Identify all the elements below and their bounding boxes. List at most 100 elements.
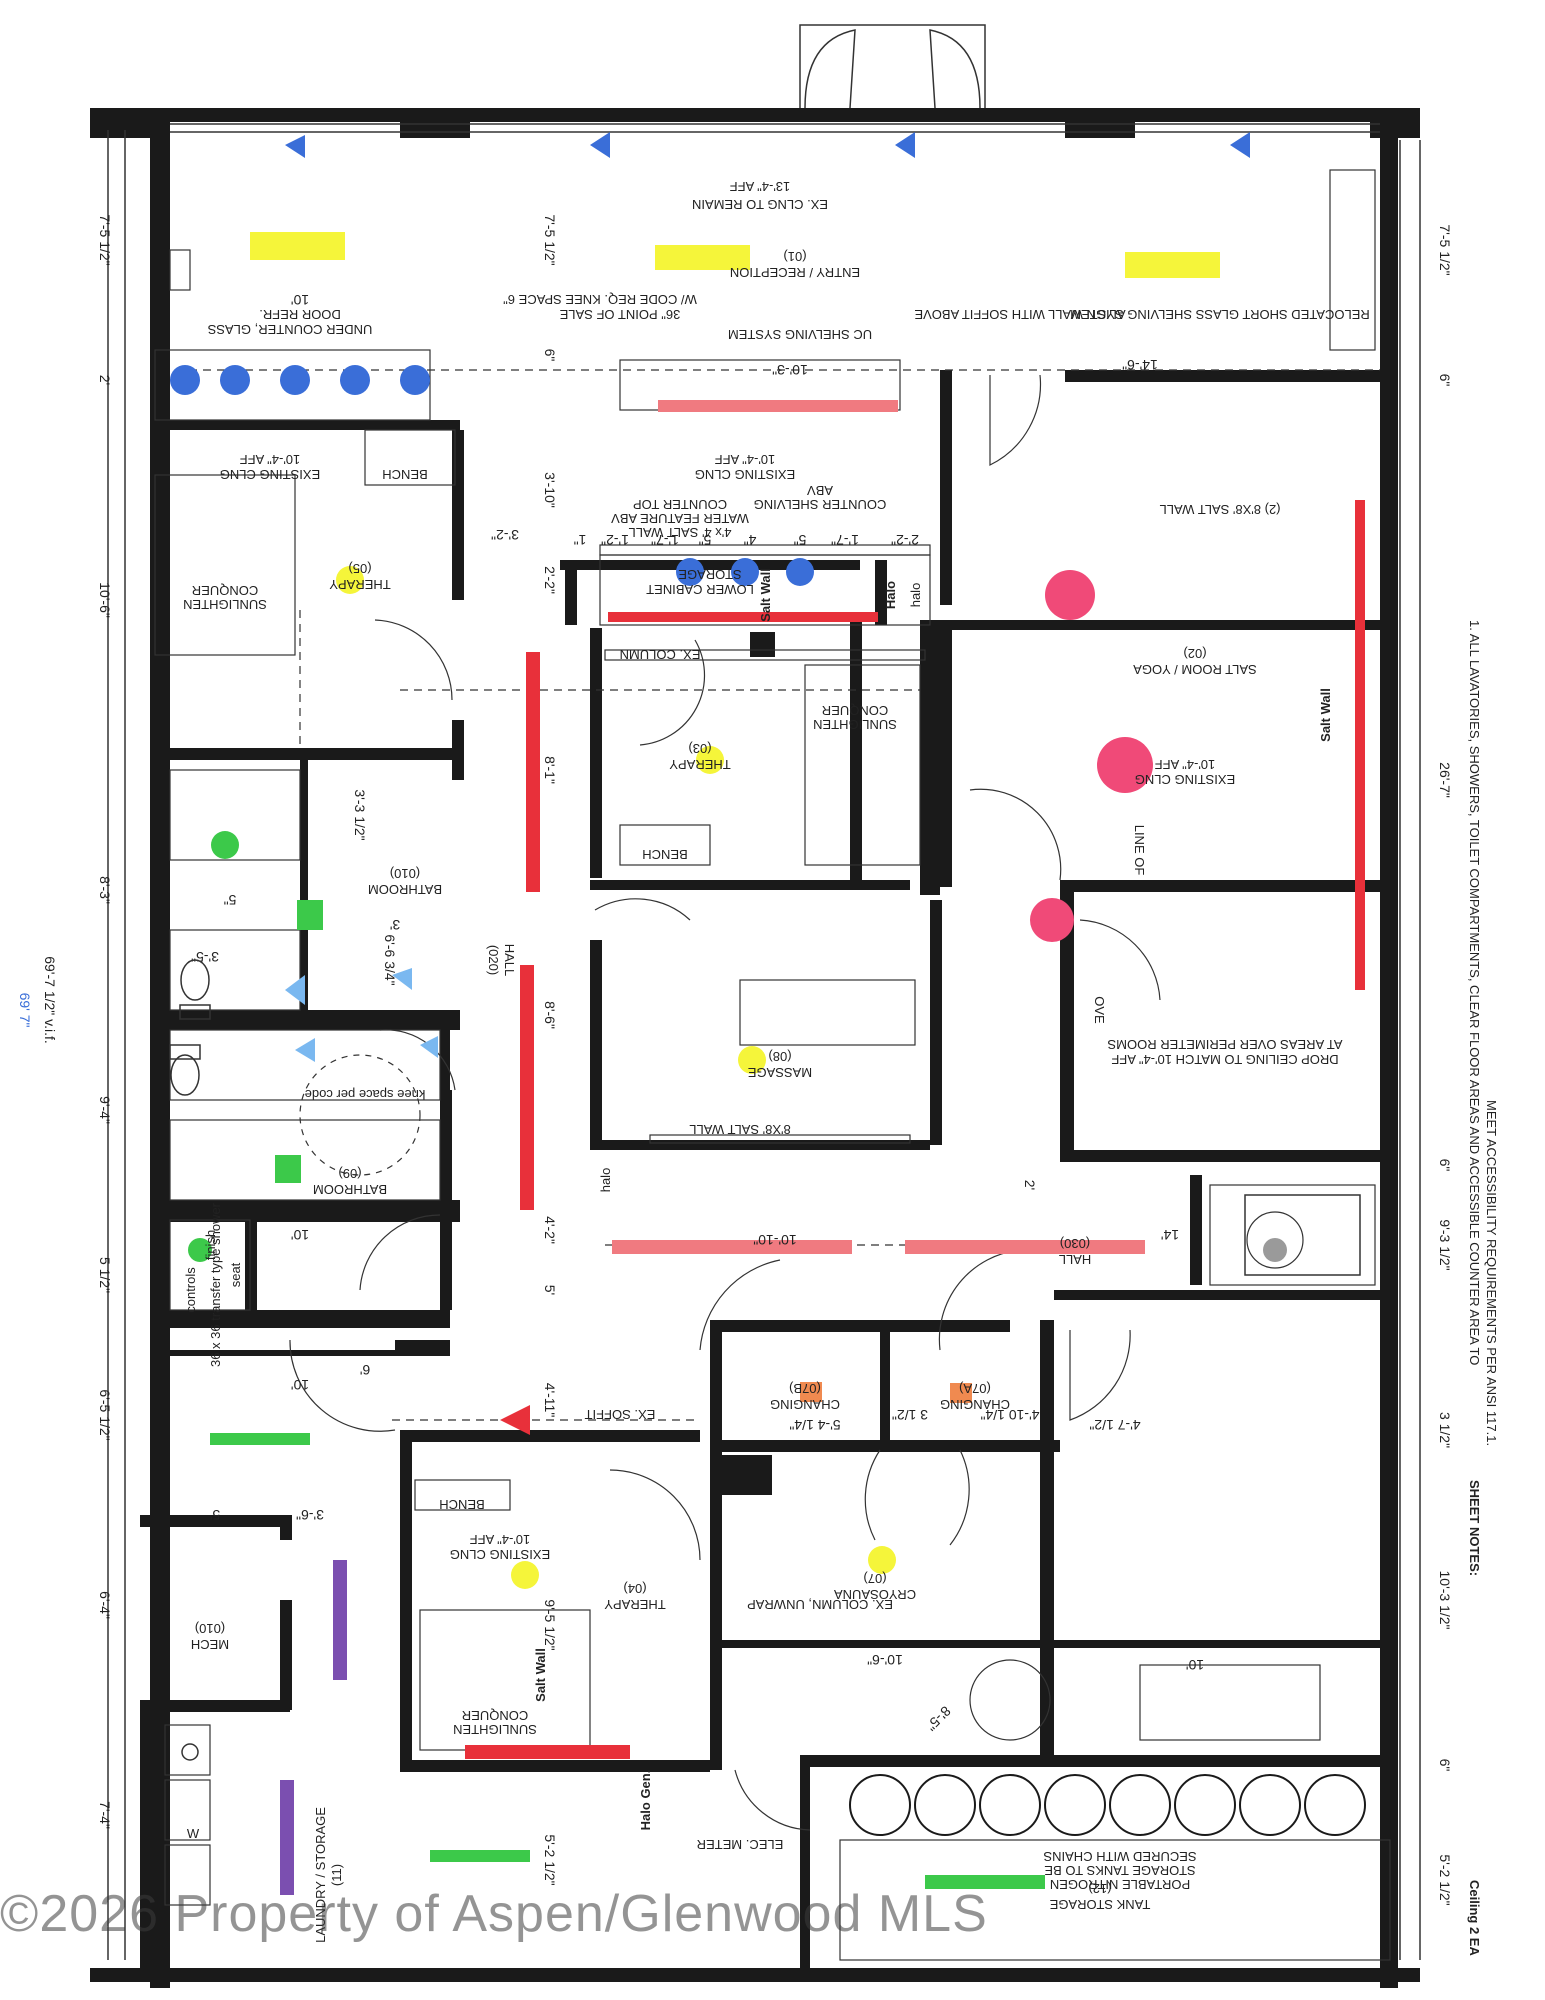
dim-6-c: 6" <box>1437 1159 1453 1172</box>
note-relocated-glass: RELOCATED SHORT GLASS SHELVING SYSTEM <box>1070 307 1370 322</box>
dim-5-bath: 5" <box>224 892 237 908</box>
note-drop-ceiling: DROP CEILING TO MATCH 10'-4" AFF <box>1111 1052 1338 1067</box>
sheet-notes-line1: 1. ALL LAVATORIES, SHOWERS, TOILET COMPA… <box>1467 620 1482 1365</box>
room-bathroom010-name: BATHROOM <box>368 882 442 897</box>
dim-3-6: 3'-6" <box>296 1507 324 1523</box>
note-door-refr: DOOR REFR. <box>259 307 341 322</box>
note-existing-clng-05: EXISTING CLNG <box>220 467 320 482</box>
dim-26-7: 26'-7" <box>1437 762 1453 798</box>
note-seat: seat <box>228 1262 243 1287</box>
note-line-of: LINE OF <box>1132 825 1147 876</box>
note-knee-space: knee space per code <box>305 1087 426 1102</box>
room-therapy03-num: (03) <box>688 741 711 756</box>
dim-14-6: 14'-6" <box>1122 357 1158 373</box>
note-elec-meter: ELEC. METER <box>697 1837 784 1852</box>
dim-right-7-5: 7'-5 1/2" <box>1437 224 1453 275</box>
sheet-notes-title: SHEET NOTES: <box>1467 1480 1482 1576</box>
room-bathroom010-num: (010) <box>390 866 420 881</box>
note-conquer-03: CONQUER <box>822 703 888 718</box>
room-salt-num: (02) <box>1183 646 1206 661</box>
legend-ceiling: Ceiling 2 EA <box>1467 1880 1482 1956</box>
note-clng-104-salt: 10'-4" AFF <box>1155 757 1216 772</box>
note-clng-104-04: 10'-4" AFF <box>470 1532 531 1547</box>
dim-6f: 6' <box>360 1362 370 1378</box>
dim-5-half: 5 1/2" <box>97 1257 113 1293</box>
dim-2: 2' <box>97 375 113 385</box>
room-mech-num: (010) <box>195 1621 225 1636</box>
room-massage-name: MASSAGE <box>748 1065 813 1080</box>
note-washer: W <box>187 1826 200 1841</box>
note-clng-104-entry: 10'-4" AFF <box>715 452 776 467</box>
note-storage: STORAGE <box>678 567 742 582</box>
label-halo-small-2: halo <box>908 583 923 608</box>
dim-10-6b: 10'-6" <box>867 1652 903 1668</box>
note-ex-clng-remain: EX. CLNG TO REMAIN <box>692 197 828 212</box>
note-shower-transfer: 36 x 36 transfer type shower <box>208 1202 223 1367</box>
room-laundry-num: (11) <box>329 1864 344 1886</box>
dim-2-hall: 2' <box>1022 1180 1038 1190</box>
dim-5: 5" <box>699 532 712 548</box>
room-cryosauna-name: CRYOSAUNA <box>834 1587 916 1602</box>
dim-14: 14' <box>1161 1227 1179 1243</box>
dim-10-top: 10' <box>291 292 309 308</box>
label-halo-small: halo <box>598 1168 613 1193</box>
dim-6-a: 6" <box>542 349 558 362</box>
label-salt-wall-04: Salt Wall <box>533 1648 548 1702</box>
note-conquer-04: CONQUER <box>462 1708 528 1723</box>
dim-6-5half: 6'-5 1/2" <box>97 1389 113 1440</box>
dim-8-1: 8'-1" <box>542 756 558 784</box>
note-bench-05: BENCH <box>382 467 428 482</box>
note-bench-03: BENCH <box>642 847 688 862</box>
note-bench-04: BENCH <box>439 1497 485 1512</box>
dim-6-6: 6'-6 3/4" <box>382 934 398 985</box>
dim-1-7-b: 1'-7" <box>831 532 859 548</box>
room-hall030-num: (030) <box>1060 1236 1090 1251</box>
dim-4-7: 4'-7 1/2" <box>1089 1417 1140 1433</box>
note-water-feature: WATER FEATURE ABV <box>611 511 749 526</box>
dim-5-2half: 5'-2 1/2" <box>1437 1854 1453 1905</box>
note-sunlighten-03: SUNLIGHTEN <box>813 717 897 732</box>
room-labels: ENTRY / RECEPTION (01) SALT ROOM / YOGA … <box>191 249 1257 1943</box>
room-changing07a-num: (07A) <box>959 1381 991 1396</box>
room-hall020-num: (020) <box>486 945 501 975</box>
dim-1-7: 1'-7" <box>651 532 679 548</box>
room-salt-name: SALT ROOM / YOGA <box>1133 662 1257 677</box>
plan-notes: EX. CLNG TO REMAIN 13'-4" AFF UNDER COUN… <box>183 179 1370 1892</box>
note-existing-clng-entry: EXISTING CLNG <box>695 467 795 482</box>
dim-5-4: 5'-4 1/4" <box>789 1417 840 1433</box>
dim-10-3half: 10'-3 1/2" <box>1437 1570 1453 1629</box>
dim-10-right: 10' <box>1186 1657 1204 1673</box>
sheet-notes-line2: MEET ACCESSIBILITY REQUIREMENTS PER ANSI… <box>1484 1100 1499 1446</box>
dim-3-half: 3 1/2" <box>1437 1412 1453 1448</box>
dim-10-3: 10'-3" <box>772 362 808 378</box>
room-therapy04-name: THERAPY <box>604 1597 666 1612</box>
dim-8-5: 8'-5" <box>923 1703 954 1734</box>
note-controls: controls <box>183 1267 198 1313</box>
note-finish: finish <box>203 1230 218 1260</box>
note-tanks-2: STORAGE TANKS TO BE <box>1044 1863 1196 1878</box>
markers <box>170 132 1365 1895</box>
room-hall030-name: HALL <box>1059 1252 1092 1267</box>
dim-10-6: 10'-6" <box>97 582 113 618</box>
watermark: ©2026 Property of Aspen/Glenwood MLS <box>0 1885 988 1943</box>
storefront <box>107 24 1421 1960</box>
label-salt-wall-entry: Salt Wall <box>758 568 773 622</box>
note-tanks-1: PORTABLE NITROGEN <box>1050 1877 1190 1892</box>
room-changing07b-num: (07B) <box>789 1381 821 1396</box>
note-ex-soffit: EX. SOFFIT <box>585 1407 656 1422</box>
note-lower-cabinet: LOWER CABINET <box>646 582 754 597</box>
note-salt-wall-8x8: 8'X8' SALT WALL <box>689 1122 791 1137</box>
dim-4-2: 4'-2" <box>542 1216 558 1244</box>
dim-mid-7-5: 7'-5 1/2" <box>542 214 558 265</box>
room-changing07a-name: CHANGING <box>940 1397 1010 1412</box>
room-entry-name: ENTRY / RECEPTION <box>730 265 860 280</box>
room-massage-num: (08) <box>768 1049 791 1064</box>
room-bathroom09-name: BATHROOM <box>313 1182 387 1197</box>
note-conquer-05: CONQUER <box>192 583 258 598</box>
dim-5f-mech: 5' <box>210 1507 220 1523</box>
room-bathroom09-num: (09) <box>338 1166 361 1181</box>
dim-3-3half: 3'-3 1/2" <box>352 789 368 840</box>
note-ove: OVE <box>1092 996 1107 1024</box>
dim-4-11: 4'-11" <box>542 1383 558 1418</box>
dim-10-10: 10'-10" <box>753 1232 796 1248</box>
